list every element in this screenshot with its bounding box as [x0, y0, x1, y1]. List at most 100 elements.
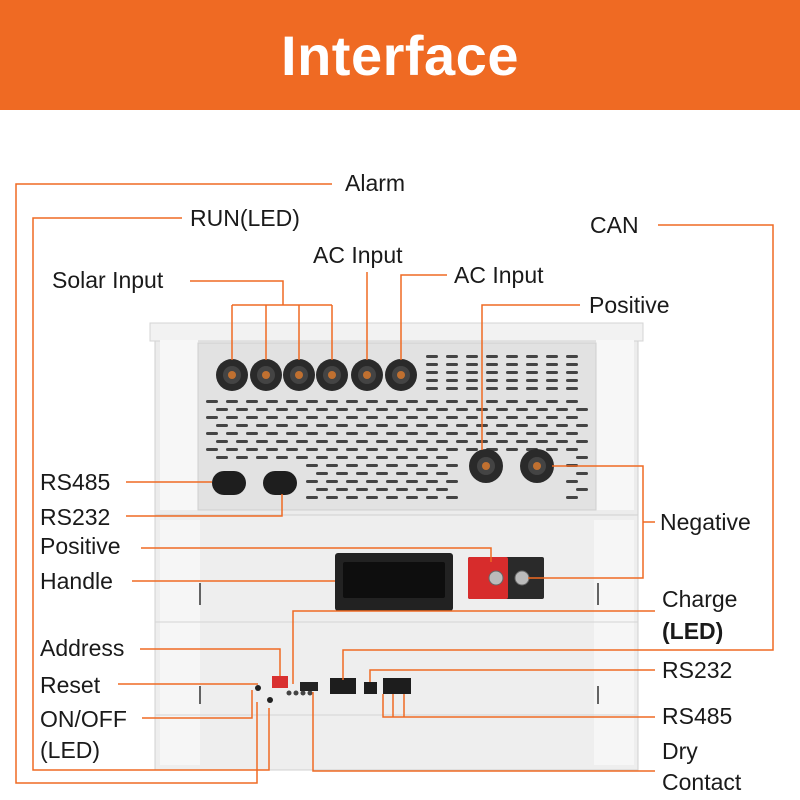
vent-slot — [506, 432, 518, 435]
vent-slot — [226, 448, 238, 451]
leader-positive-top — [481, 304, 580, 450]
vent-slot — [326, 496, 338, 499]
vent-slot — [236, 424, 248, 427]
label-on-off-1: ON/OFF — [40, 706, 127, 732]
leader-solar-input — [190, 280, 284, 305]
vent-slot — [506, 379, 518, 382]
vent-slot — [446, 448, 458, 451]
indicator-led-2 — [293, 690, 299, 696]
battery-right-rail — [594, 520, 634, 765]
vent-slot — [456, 424, 468, 427]
vent-slot — [376, 472, 388, 475]
vent-slot — [356, 456, 368, 459]
vent-slot — [546, 363, 558, 366]
vent-slot — [326, 464, 338, 467]
vent-slot — [406, 416, 418, 419]
vent-slot — [206, 448, 218, 451]
solar-input-connector-3 — [283, 359, 315, 391]
vent-slot — [456, 440, 468, 443]
vent-slot — [256, 424, 268, 427]
vent-slot — [546, 416, 558, 419]
ac-input-connector-2 — [385, 359, 417, 391]
vent-slot — [276, 440, 288, 443]
vent-slot — [446, 355, 458, 358]
vent-slot — [316, 424, 328, 427]
vent-slot — [426, 400, 438, 403]
vent-slot — [316, 408, 328, 411]
vent-slot — [376, 424, 388, 427]
vent-slot — [436, 456, 448, 459]
vent-slot — [546, 387, 558, 390]
vent-slot — [396, 472, 408, 475]
vent-slot — [446, 480, 458, 483]
vent-grid — [206, 355, 588, 499]
vent-slot — [246, 448, 258, 451]
vent-slot — [316, 472, 328, 475]
vent-slot — [426, 387, 438, 390]
vent-slot — [396, 424, 408, 427]
vent-slot — [366, 400, 378, 403]
vent-slot — [276, 424, 288, 427]
positive-bolt — [488, 570, 504, 586]
vent-slot — [316, 456, 328, 459]
vent-slot — [306, 400, 318, 403]
vent-slot — [436, 440, 448, 443]
solar-input-connector-4 — [316, 359, 348, 391]
vent-slot — [416, 456, 428, 459]
vent-slot — [536, 408, 548, 411]
indicator-led-4 — [307, 690, 313, 696]
label-alarm: Alarm — [345, 170, 406, 196]
vent-slot — [396, 408, 408, 411]
label-rs485-right: RS485 — [662, 703, 733, 729]
leader-ac-input-2 — [400, 274, 447, 360]
can-port — [330, 678, 356, 694]
vent-slot — [426, 432, 438, 435]
vent-slot — [366, 464, 378, 467]
vent-slot — [386, 432, 398, 435]
vent-slot — [406, 400, 418, 403]
vent-slot — [246, 416, 258, 419]
reset-button — [255, 685, 261, 691]
vent-slot — [286, 416, 298, 419]
vent-slot — [256, 456, 268, 459]
negative-connector-top — [520, 449, 554, 483]
vent-slot — [536, 424, 548, 427]
vent-slot — [346, 480, 358, 483]
cabinet-lid — [149, 322, 644, 342]
vent-slot — [306, 496, 318, 499]
vent-slot — [226, 400, 238, 403]
vent-slot — [346, 464, 358, 467]
vent-slot — [576, 456, 588, 459]
vent-slot — [356, 472, 368, 475]
vent-slot — [326, 416, 338, 419]
vent-slot — [496, 440, 508, 443]
vent-slot — [436, 408, 448, 411]
vent-slot — [486, 387, 498, 390]
indicator-led-3 — [300, 690, 306, 696]
vent-slot — [336, 440, 348, 443]
vent-slot — [466, 416, 478, 419]
leader-dry-contact — [312, 692, 655, 772]
leader-on-off — [142, 690, 253, 719]
vent-slot — [426, 363, 438, 366]
label-rs232-right: RS232 — [662, 657, 733, 683]
vent-slot — [576, 472, 588, 475]
vent-slot — [566, 496, 578, 499]
vent-slot — [486, 416, 498, 419]
vent-slot — [396, 440, 408, 443]
vent-slot — [566, 448, 578, 451]
vent-slot — [246, 400, 258, 403]
vent-slot — [236, 456, 248, 459]
vent-slot — [516, 424, 528, 427]
vent-slot — [426, 379, 438, 382]
vent-slot — [406, 480, 418, 483]
vent-slot — [446, 379, 458, 382]
vent-slot — [306, 432, 318, 435]
vent-slot — [286, 448, 298, 451]
label-solar-input: Solar Input — [52, 267, 164, 293]
on-off-button — [267, 697, 273, 703]
vent-slot — [546, 355, 558, 358]
solar-input-connector-2 — [250, 359, 282, 391]
vent-slot — [406, 448, 418, 451]
indicator-led-1 — [286, 690, 292, 696]
